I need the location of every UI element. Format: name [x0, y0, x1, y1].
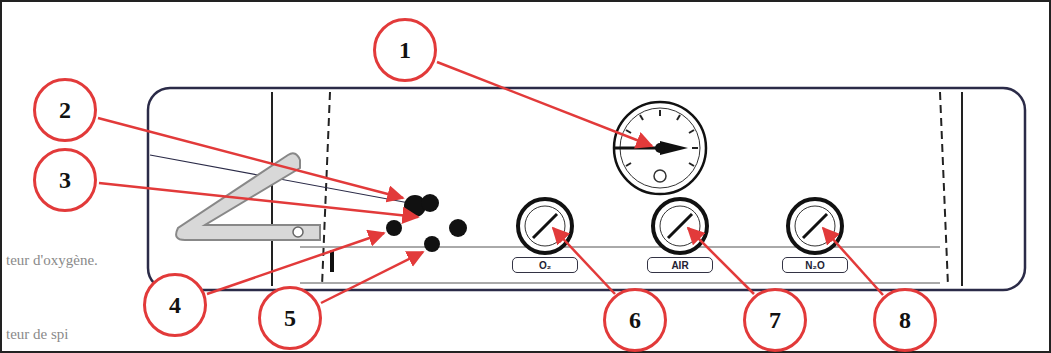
panel	[148, 88, 1025, 290]
column-line	[961, 92, 963, 286]
callout-number: 6	[629, 308, 641, 332]
flow-gauge	[653, 199, 707, 253]
gas-label: O₂	[539, 260, 551, 271]
callout-number: 7	[769, 308, 781, 332]
callout-circle: 5	[258, 286, 322, 350]
background-text: teur d'oxygène.	[6, 252, 98, 269]
callout-circle: 2	[33, 78, 97, 142]
gas-label-box: N₂O	[782, 257, 848, 273]
callout-number: 5	[284, 306, 296, 330]
column-line	[322, 92, 330, 286]
leader-arrow	[98, 62, 883, 303]
callout-circle: 4	[143, 273, 207, 337]
pressure-gauge	[614, 102, 706, 194]
pipe	[176, 153, 320, 240]
callout-number: 1	[399, 38, 411, 62]
flow-gauge	[518, 199, 572, 253]
rail	[300, 283, 940, 284]
gas-label: N₂O	[805, 260, 824, 271]
rail	[300, 247, 940, 248]
gas-label: AIR	[671, 260, 688, 271]
flow-gauge	[788, 199, 842, 253]
callout-circle: 8	[873, 288, 937, 352]
callout-circle: 3	[33, 148, 97, 212]
column-line	[330, 250, 334, 272]
callout-number: 8	[899, 308, 911, 332]
callout-circle: 6	[603, 288, 667, 352]
pipe-port	[293, 227, 303, 237]
callout-number: 3	[59, 168, 71, 192]
callout-circle: 7	[743, 288, 807, 352]
gas-label-box: AIR	[647, 257, 713, 273]
callout-number: 4	[169, 293, 181, 317]
control-knobs	[386, 194, 467, 252]
column-line	[271, 92, 273, 286]
callout-circle: 1	[373, 18, 437, 82]
background-text: teur de spi	[6, 326, 68, 343]
callout-number: 2	[59, 98, 71, 122]
column-line	[940, 92, 948, 286]
gas-label-box: O₂	[512, 257, 578, 273]
